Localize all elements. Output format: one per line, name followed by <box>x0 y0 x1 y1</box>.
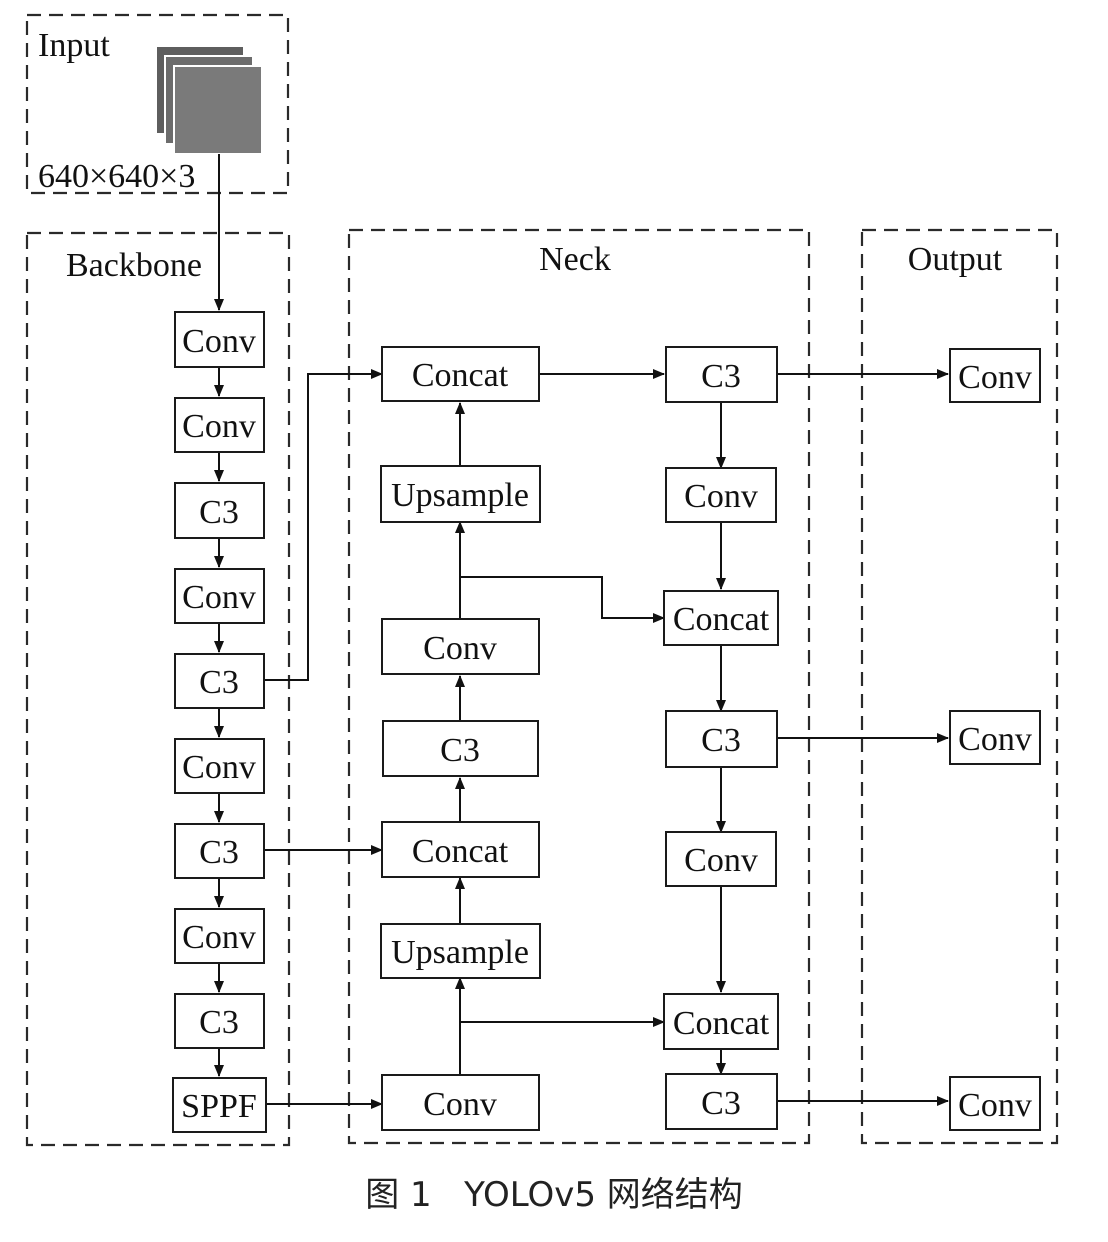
neck-left-blocks: Concat Upsample Conv C3 Concat Upsample … <box>380 346 541 1131</box>
output-blocks: Conv Conv Conv <box>949 348 1041 1131</box>
neck-conv-mid: Conv <box>381 618 540 675</box>
output-section <box>860 228 1059 1145</box>
block-label: Concat <box>673 1005 770 1042</box>
neck-upsample-bottom: Upsample <box>380 923 541 979</box>
neck-c3-left: C3 <box>382 720 539 777</box>
output-conv-1: Conv <box>949 348 1041 403</box>
neck-conv-right-1: Conv <box>665 467 777 523</box>
neck-concat-top: Concat <box>381 346 540 402</box>
block-label: C3 <box>199 1004 239 1041</box>
neck-title: Neck <box>539 241 611 278</box>
neck-c3-top-right: C3 <box>665 346 778 403</box>
backbone-c3-3: C3 <box>174 823 265 879</box>
block-label: C3 <box>701 1085 741 1122</box>
neck-concat-right-2: Concat <box>663 993 779 1050</box>
block-label: Concat <box>412 357 509 394</box>
block-label: Concat <box>673 601 770 638</box>
output-conv-3: Conv <box>949 1076 1041 1131</box>
block-label: SPPF <box>181 1088 257 1125</box>
backbone-c3-2: C3 <box>174 653 265 709</box>
output-title: Output <box>908 241 1003 278</box>
block-label: Conv <box>182 919 256 956</box>
block-label: Conv <box>182 579 256 616</box>
block-label: C3 <box>199 494 239 531</box>
neck-right-blocks: C3 Conv Concat C3 Conv Concat C3 <box>663 346 779 1130</box>
neck-concat-right-1: Concat <box>663 590 779 646</box>
block-label: Conv <box>182 323 256 360</box>
backbone-conv-3: Conv <box>174 568 265 624</box>
backbone-c3-4: C3 <box>174 993 265 1049</box>
block-label: Conv <box>958 721 1032 758</box>
neck-concat-bottom: Concat <box>381 821 540 878</box>
block-label: Concat <box>412 833 509 870</box>
output-conv-2: Conv <box>949 710 1041 765</box>
block-label: Conv <box>182 749 256 786</box>
block-label: C3 <box>199 834 239 871</box>
connections <box>214 154 949 1109</box>
neck-c3-mid-right: C3 <box>665 710 778 768</box>
block-label: Conv <box>958 359 1032 396</box>
block-label: Conv <box>684 478 758 515</box>
block-label: Conv <box>958 1087 1032 1124</box>
block-label: C3 <box>440 732 480 769</box>
figure-caption: 图 1 YOLOv5 网络结构 <box>365 1175 743 1215</box>
block-label: Conv <box>423 1086 497 1123</box>
block-label: Conv <box>684 842 758 879</box>
neck-conv-right-2: Conv <box>665 831 777 887</box>
backbone-title: Backbone <box>66 247 202 284</box>
neck-c3-bottom-right: C3 <box>665 1073 778 1130</box>
backbone-conv-2: Conv <box>174 397 265 453</box>
block-label: Upsample <box>391 934 529 971</box>
backbone-blocks: Conv Conv C3 Conv C3 Conv C3 Conv <box>172 311 267 1133</box>
backbone-conv-4: Conv <box>174 738 265 794</box>
block-label: Conv <box>182 408 256 445</box>
feature-map-stack-icon <box>155 45 263 155</box>
block-label: Conv <box>423 630 497 667</box>
input-size-label: 640×640×3 <box>38 158 195 195</box>
backbone-sppf: SPPF <box>172 1077 267 1133</box>
neck-upsample-top: Upsample <box>380 465 541 523</box>
input-title: Input <box>38 27 110 64</box>
neck-conv-bottom: Conv <box>381 1074 540 1131</box>
block-label: C3 <box>701 722 741 759</box>
block-label: C3 <box>701 358 741 395</box>
backbone-c3-1: C3 <box>174 482 265 539</box>
block-label: Upsample <box>391 477 529 514</box>
neck-section <box>347 228 811 1145</box>
backbone-section <box>25 231 291 1147</box>
backbone-conv-1: Conv <box>174 311 265 368</box>
block-label: C3 <box>199 664 239 701</box>
backbone-conv-5: Conv <box>174 908 265 964</box>
